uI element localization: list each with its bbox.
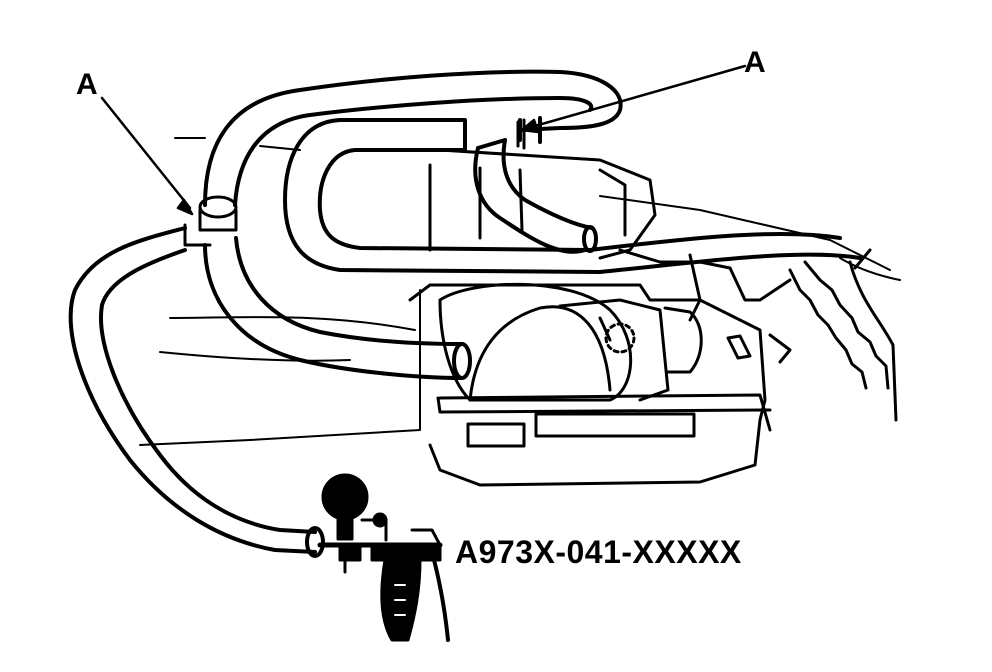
callout-leaders xyxy=(100,64,747,216)
upper-loop-hose xyxy=(203,69,623,207)
tee-fitting xyxy=(183,195,238,247)
connector-clip xyxy=(726,334,752,360)
callout-a-left: A xyxy=(76,68,98,101)
round-actuator xyxy=(438,282,703,402)
inner-loop-hose xyxy=(283,118,862,274)
control-unit-box xyxy=(408,283,792,487)
connector-socket-left xyxy=(466,422,526,448)
tool-part-number: A973X-041-XXXXX xyxy=(455,534,742,570)
callout-a-right: A xyxy=(744,46,766,79)
elbow-hose xyxy=(473,138,598,254)
serrated-bracket xyxy=(788,248,898,422)
connector-socket-main xyxy=(534,412,696,438)
leader-left-a xyxy=(100,96,192,210)
down-hose-to-gauge xyxy=(68,226,325,558)
lower-hose-to-actuator xyxy=(203,236,472,380)
hose-clamp-right xyxy=(516,118,526,150)
leader-right-a xyxy=(526,64,747,130)
vacuum-gauge-icon xyxy=(317,473,450,642)
